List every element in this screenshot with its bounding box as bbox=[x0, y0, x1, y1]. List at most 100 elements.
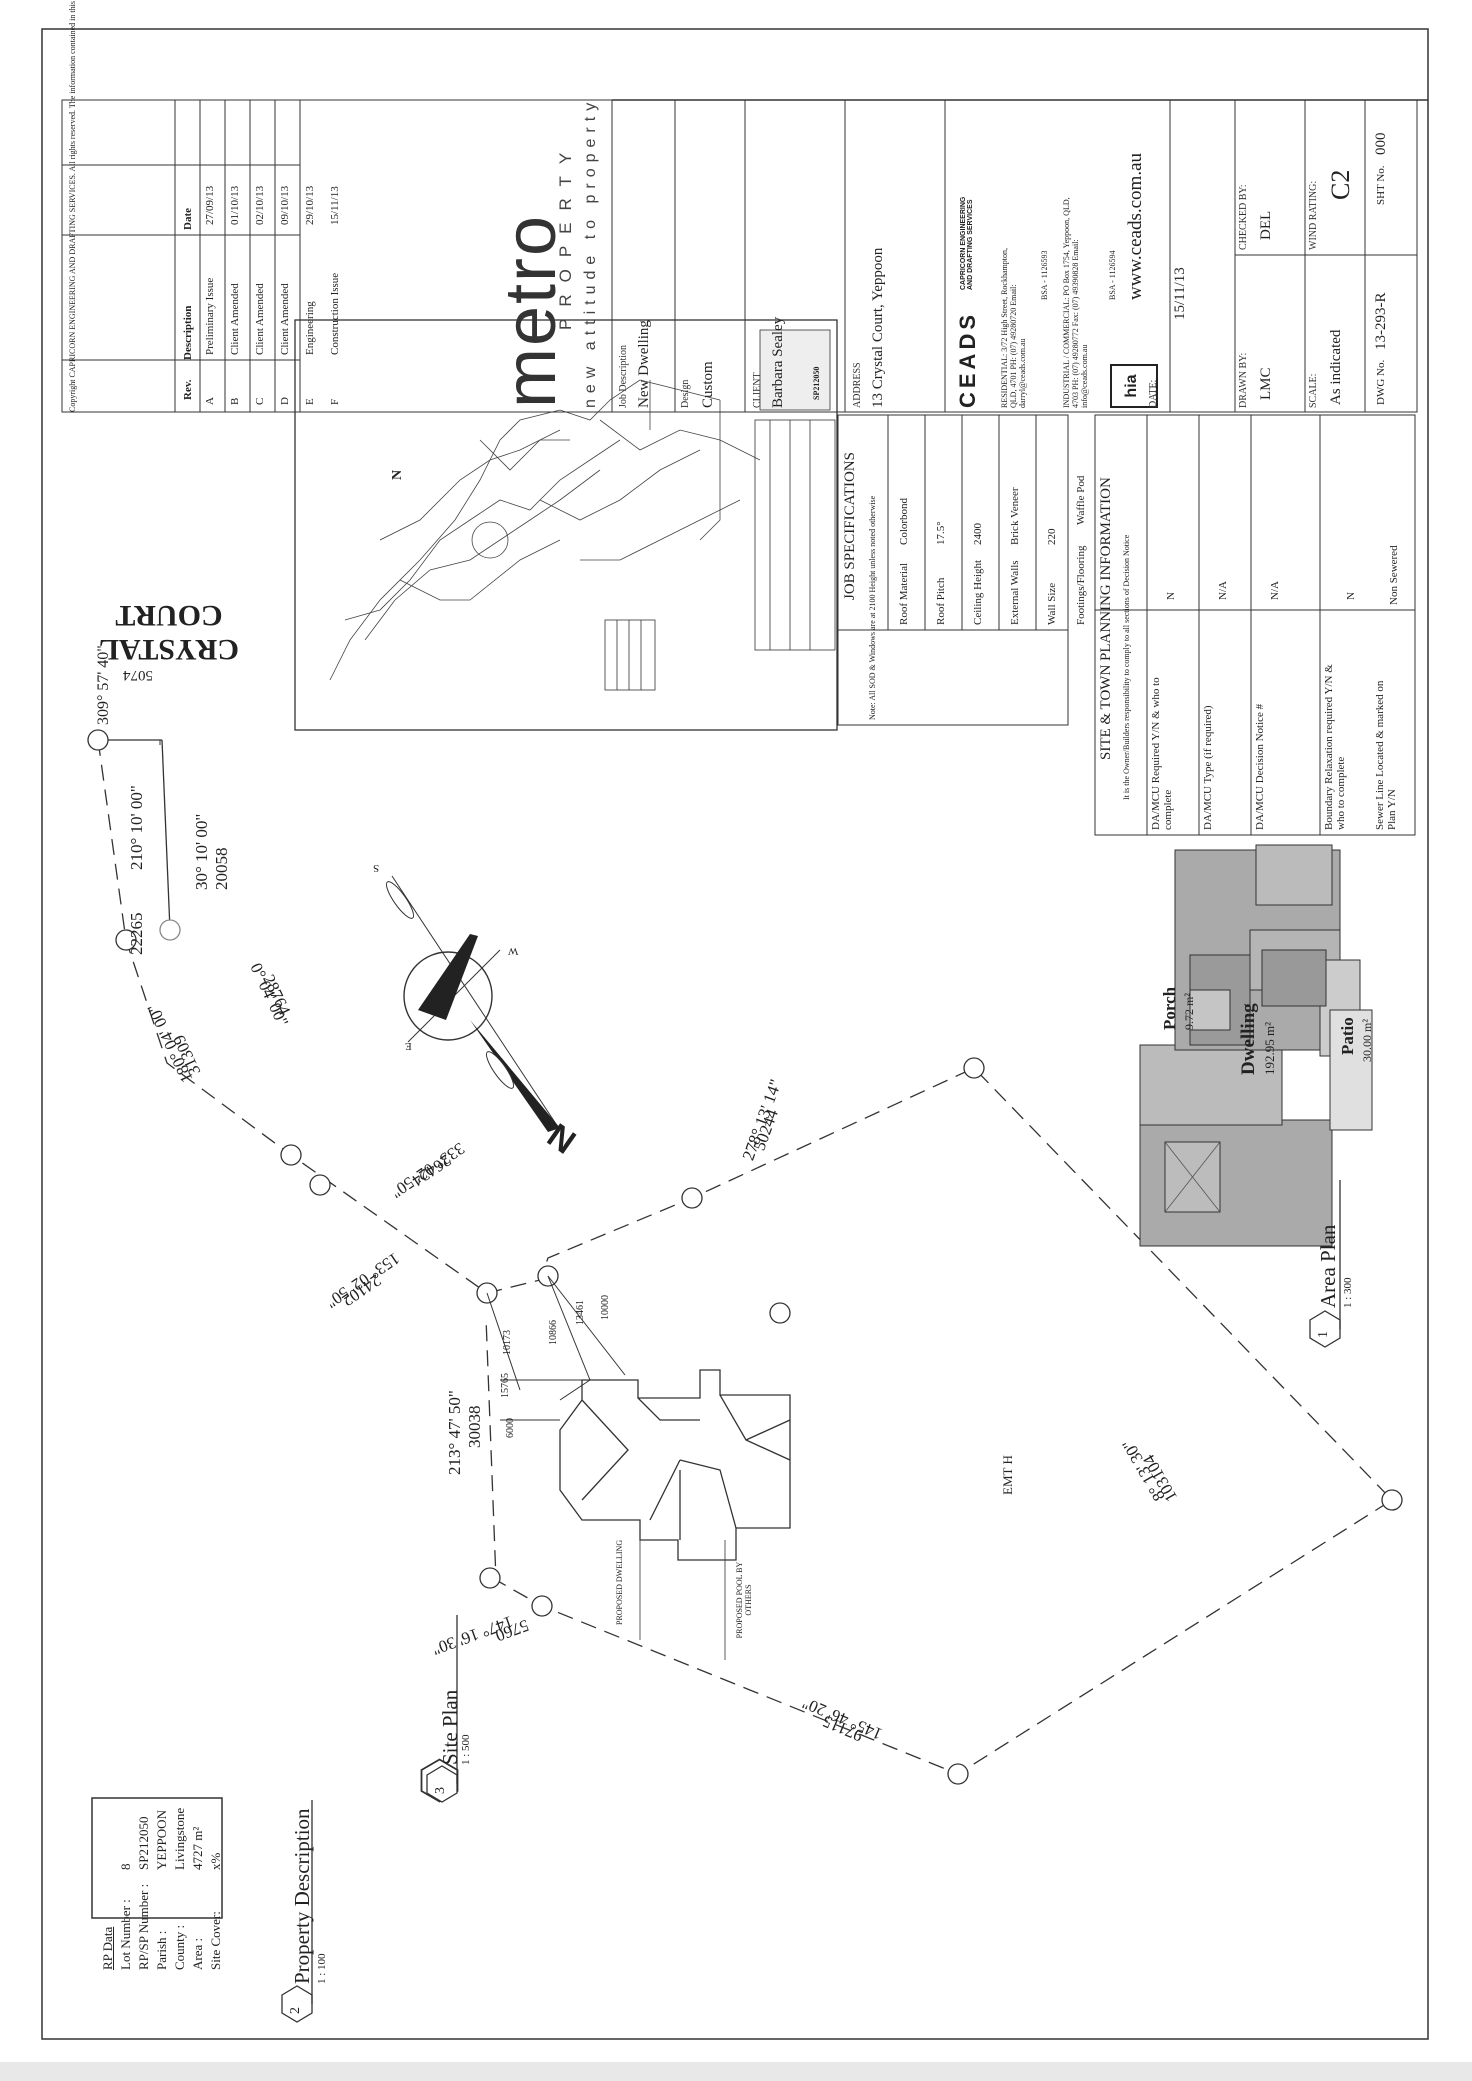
planning-da-type: N/A bbox=[1217, 581, 1229, 600]
rev-c-desc: Client Amended bbox=[254, 283, 266, 355]
spec-footings: Waffle Pod bbox=[1075, 475, 1087, 525]
rp-area-label: Area : bbox=[190, 1937, 205, 1970]
survey-sp-number: SP212050 bbox=[812, 366, 821, 400]
planning-sewer: Non Sewered bbox=[1388, 545, 1400, 605]
survey-plan bbox=[329, 379, 761, 681]
rev-a-desc: Preliminary Issue bbox=[204, 277, 216, 355]
survey-pegs bbox=[87, 729, 1403, 1785]
planning-subtitle: It is the Owner/Builders responsibility … bbox=[1122, 534, 1131, 800]
spec-roof-pitch: 17.5° bbox=[935, 521, 947, 545]
wind-rating-label: WIND RATING: bbox=[1308, 180, 1319, 250]
ceads-full-name: CAPRICORN ENGINEERING AND DRAFTING SERVI… bbox=[960, 196, 974, 290]
rev-header-desc: Description bbox=[182, 305, 194, 360]
rp-area-value: 4727 m² bbox=[190, 1826, 205, 1870]
spec-wall-size: 220 bbox=[1046, 528, 1058, 546]
area-plan-marker bbox=[1309, 1310, 1341, 1348]
specs-table-lines bbox=[837, 414, 1069, 726]
spec-roof-material-label: Roof Material bbox=[898, 562, 910, 625]
proposed-pool-label: PROPOSED POOL BY OTHERS bbox=[735, 1561, 753, 1639]
drawn-by-label: DRAWN BY: bbox=[1238, 352, 1249, 408]
rp-county-value: Livingstone bbox=[172, 1807, 187, 1870]
rp-parish-value: YEPPOON bbox=[154, 1810, 169, 1870]
planning-da-decision: N/A bbox=[1269, 581, 1281, 600]
website: www.ceads.com.au bbox=[1125, 152, 1146, 300]
rev-f-desc: Construction Issue bbox=[329, 272, 341, 355]
rev-f: F bbox=[329, 398, 341, 405]
rp-county-label: County : bbox=[172, 1924, 187, 1970]
area-plan-floor bbox=[1139, 844, 1373, 1247]
job-description: New Dwelling bbox=[636, 320, 652, 408]
property-number: 2 bbox=[288, 2007, 303, 2014]
north-compass bbox=[385, 875, 561, 1132]
spec-ceiling-height: 2400 bbox=[972, 523, 984, 545]
planning-title: SITE & TOWN PLANNING INFORMATION bbox=[1098, 477, 1114, 760]
rp-lot-label: Lot Number : bbox=[118, 1899, 133, 1970]
metro-logo-tagline: new attitude to property bbox=[582, 96, 599, 408]
porch-label: Porch bbox=[1160, 986, 1179, 1030]
bearing-3: 30° 10' 00" bbox=[192, 813, 211, 890]
scale-label: SCALE: bbox=[1308, 373, 1319, 408]
area-plan-title: Area Plan bbox=[1316, 1224, 1340, 1308]
setback-dims bbox=[486, 1275, 626, 1421]
title-block-lines bbox=[61, 99, 1418, 413]
rev-e-date: 29/10/13 bbox=[304, 185, 316, 225]
bearing-9: 213° 47' 50" bbox=[445, 1390, 464, 1475]
rev-c-date: 02/10/13 bbox=[254, 185, 266, 225]
area-plan-number: 1 bbox=[1316, 1331, 1331, 1338]
rev-a: A bbox=[204, 397, 216, 405]
setback-2: 10866 bbox=[548, 1320, 559, 1345]
spec-ceiling-height-label: Ceiling Height bbox=[972, 559, 984, 625]
planning-sewer-label: Sewer Line Located & marked on Plan Y/N bbox=[1374, 680, 1398, 830]
dwelling-roof bbox=[559, 1369, 791, 1561]
site-plan-number: 3 bbox=[433, 1787, 448, 1794]
planning-da-decision-label: DA/MCU Decision Notice # bbox=[1254, 703, 1266, 830]
date-value: 15/11/13 bbox=[1172, 267, 1188, 320]
scan-edge bbox=[0, 2062, 1472, 2081]
dwg-label: DWG No. bbox=[1375, 359, 1387, 405]
bsa-2: BSA - 1126594 bbox=[1108, 250, 1117, 301]
survey-north-arrow: N bbox=[390, 469, 405, 480]
porch-area: 9.72 m² bbox=[1182, 993, 1196, 1030]
sht-number: 000 bbox=[1373, 132, 1389, 156]
wind-rating: C2 bbox=[1326, 169, 1355, 200]
rp-sp-label: RP/SP Number : bbox=[136, 1883, 151, 1970]
street-dim: 5074 bbox=[123, 667, 153, 683]
rev-d-desc: Client Amended bbox=[279, 283, 291, 355]
rp-sp-value: SP212050 bbox=[136, 1816, 151, 1870]
bearing-3-dist: 20058 bbox=[212, 847, 231, 891]
rp-cover-value: x% bbox=[208, 1852, 223, 1870]
client-value: Barbara Sealey bbox=[770, 316, 786, 408]
planning-da-required: N bbox=[1165, 592, 1177, 600]
site-plan-marker bbox=[426, 1765, 458, 1803]
sht-label: SHT No. bbox=[1375, 165, 1387, 205]
rev-b-date: 01/10/13 bbox=[229, 185, 241, 225]
design-label: Design bbox=[680, 379, 691, 408]
proposed-dwelling-label: PROPOSED DWELLING bbox=[615, 1539, 624, 1625]
site-plan-scale: 1 : 500 bbox=[460, 1734, 472, 1765]
survey-table bbox=[604, 329, 836, 691]
planning-da-required-label: DA/MCU Required Y/N & who to complete bbox=[1150, 677, 1174, 830]
patio-area: 30.00 m² bbox=[1360, 1019, 1374, 1062]
residential-address: RESIDENTIAL: 3/72 High Street, Rockhampt… bbox=[1000, 248, 1027, 408]
setback-5: 15765 bbox=[500, 1373, 511, 1398]
compass-e: E bbox=[405, 1040, 412, 1052]
setback-4: 10000 bbox=[600, 1295, 611, 1320]
rp-lot-value: 8 bbox=[118, 1863, 133, 1871]
bsa-1: BSA - 1126593 bbox=[1040, 250, 1049, 301]
setback-1: 10173 bbox=[502, 1330, 513, 1355]
rp-cover-label: Site Cover: bbox=[208, 1911, 223, 1970]
dwelling-area: 192.95 m² bbox=[1262, 1021, 1277, 1075]
rp-parish-label: Parish : bbox=[154, 1930, 169, 1970]
setback-3: 13461 bbox=[575, 1300, 586, 1325]
ceads-logo: CEADS bbox=[955, 310, 980, 408]
industrial-address: INDUSTRIAL / COMMERCIAL: PO Box 1754, Ye… bbox=[1062, 197, 1089, 408]
specs-title: JOB SPECIFICATIONS bbox=[842, 452, 858, 600]
spec-roof-pitch-label: Roof Pitch bbox=[935, 577, 947, 625]
bearing-1: 309° 57' 40" bbox=[95, 645, 112, 725]
spec-footings-label: Footings/Flooring bbox=[1075, 545, 1087, 625]
spec-external-walls: Brick Veneer bbox=[1009, 487, 1021, 545]
dwg-number: 13-293-R bbox=[1373, 292, 1389, 351]
scale-value: As indicated bbox=[1328, 329, 1344, 405]
